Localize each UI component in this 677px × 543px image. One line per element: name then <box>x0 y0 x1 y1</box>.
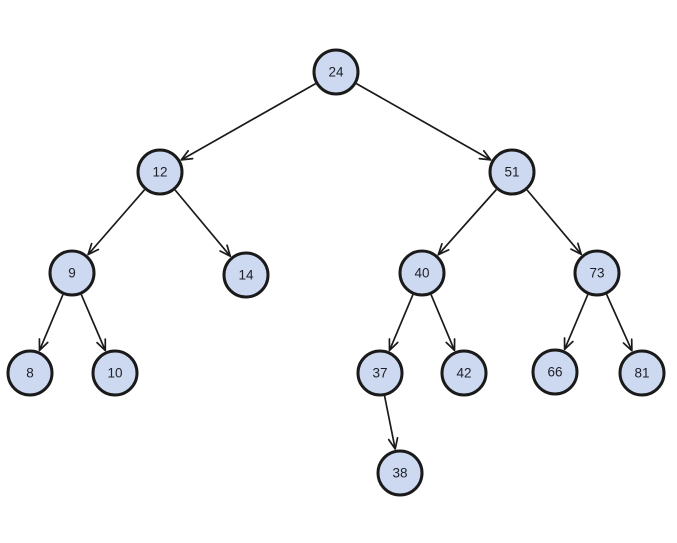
tree-node-10: 10 <box>91 349 139 397</box>
edge-73-81-right <box>605 294 633 352</box>
node-value-9: 9 <box>68 266 76 281</box>
tree-node-42: 42 <box>440 349 488 397</box>
node-value-66: 66 <box>547 365 562 380</box>
node-circle-40 <box>398 249 446 297</box>
edge-9-8-left <box>38 294 64 352</box>
tree-node-24: 24 <box>312 48 360 96</box>
node-value-81: 81 <box>634 366 649 381</box>
node-value-12: 12 <box>152 165 167 180</box>
node-circle-51 <box>488 148 536 196</box>
tree-node-37: 37 <box>356 349 404 397</box>
node-circle-24 <box>312 48 360 96</box>
edge-40-37-left <box>388 294 414 352</box>
node-circle-66 <box>531 348 579 396</box>
node-circle-73 <box>573 249 621 297</box>
tree-node-14: 14 <box>222 251 270 299</box>
node-value-38: 38 <box>392 466 407 481</box>
edges-layer <box>38 82 633 450</box>
edge-9-10-right <box>80 294 107 352</box>
edge-51-40-left <box>437 188 498 256</box>
tree-node-40: 40 <box>398 249 446 297</box>
tree-node-12: 12 <box>136 148 184 196</box>
nodes-layer: 24 12 51 9 14 40 73 8 10 37 42 66 81 38 <box>6 48 666 497</box>
tree-node-81: 81 <box>618 349 666 397</box>
node-value-8: 8 <box>26 366 34 381</box>
tree-node-73: 73 <box>573 249 621 297</box>
tree-node-38: 38 <box>376 449 424 497</box>
node-circle-42 <box>440 349 488 397</box>
tree-node-9: 9 <box>48 249 96 297</box>
edge-24-12-left <box>180 82 317 161</box>
edge-40-42-right <box>430 294 456 352</box>
node-circle-81 <box>618 349 666 397</box>
tree-node-51: 51 <box>488 148 536 196</box>
edge-73-66-left <box>563 294 589 351</box>
edge-12-9-left <box>87 189 146 256</box>
node-circle-37 <box>356 349 404 397</box>
node-value-14: 14 <box>238 268 254 283</box>
edge-24-51-right <box>355 82 492 161</box>
node-circle-38 <box>376 449 424 497</box>
node-value-40: 40 <box>414 266 429 281</box>
node-circle-8 <box>6 349 54 397</box>
edge-51-73-right <box>526 189 583 256</box>
tree-node-66: 66 <box>531 348 579 396</box>
node-value-10: 10 <box>107 366 122 381</box>
node-value-37: 37 <box>372 366 387 381</box>
tree-node-8: 8 <box>6 349 54 397</box>
node-circle-10 <box>91 349 139 397</box>
node-circle-14 <box>222 251 270 299</box>
node-circle-12 <box>136 148 184 196</box>
node-value-73: 73 <box>589 266 604 281</box>
node-value-24: 24 <box>328 65 344 80</box>
edge-37-38-right <box>383 395 399 450</box>
node-value-51: 51 <box>504 165 519 180</box>
node-circle-9 <box>48 249 96 297</box>
edge-12-14-right <box>174 189 232 258</box>
node-value-42: 42 <box>456 366 471 381</box>
